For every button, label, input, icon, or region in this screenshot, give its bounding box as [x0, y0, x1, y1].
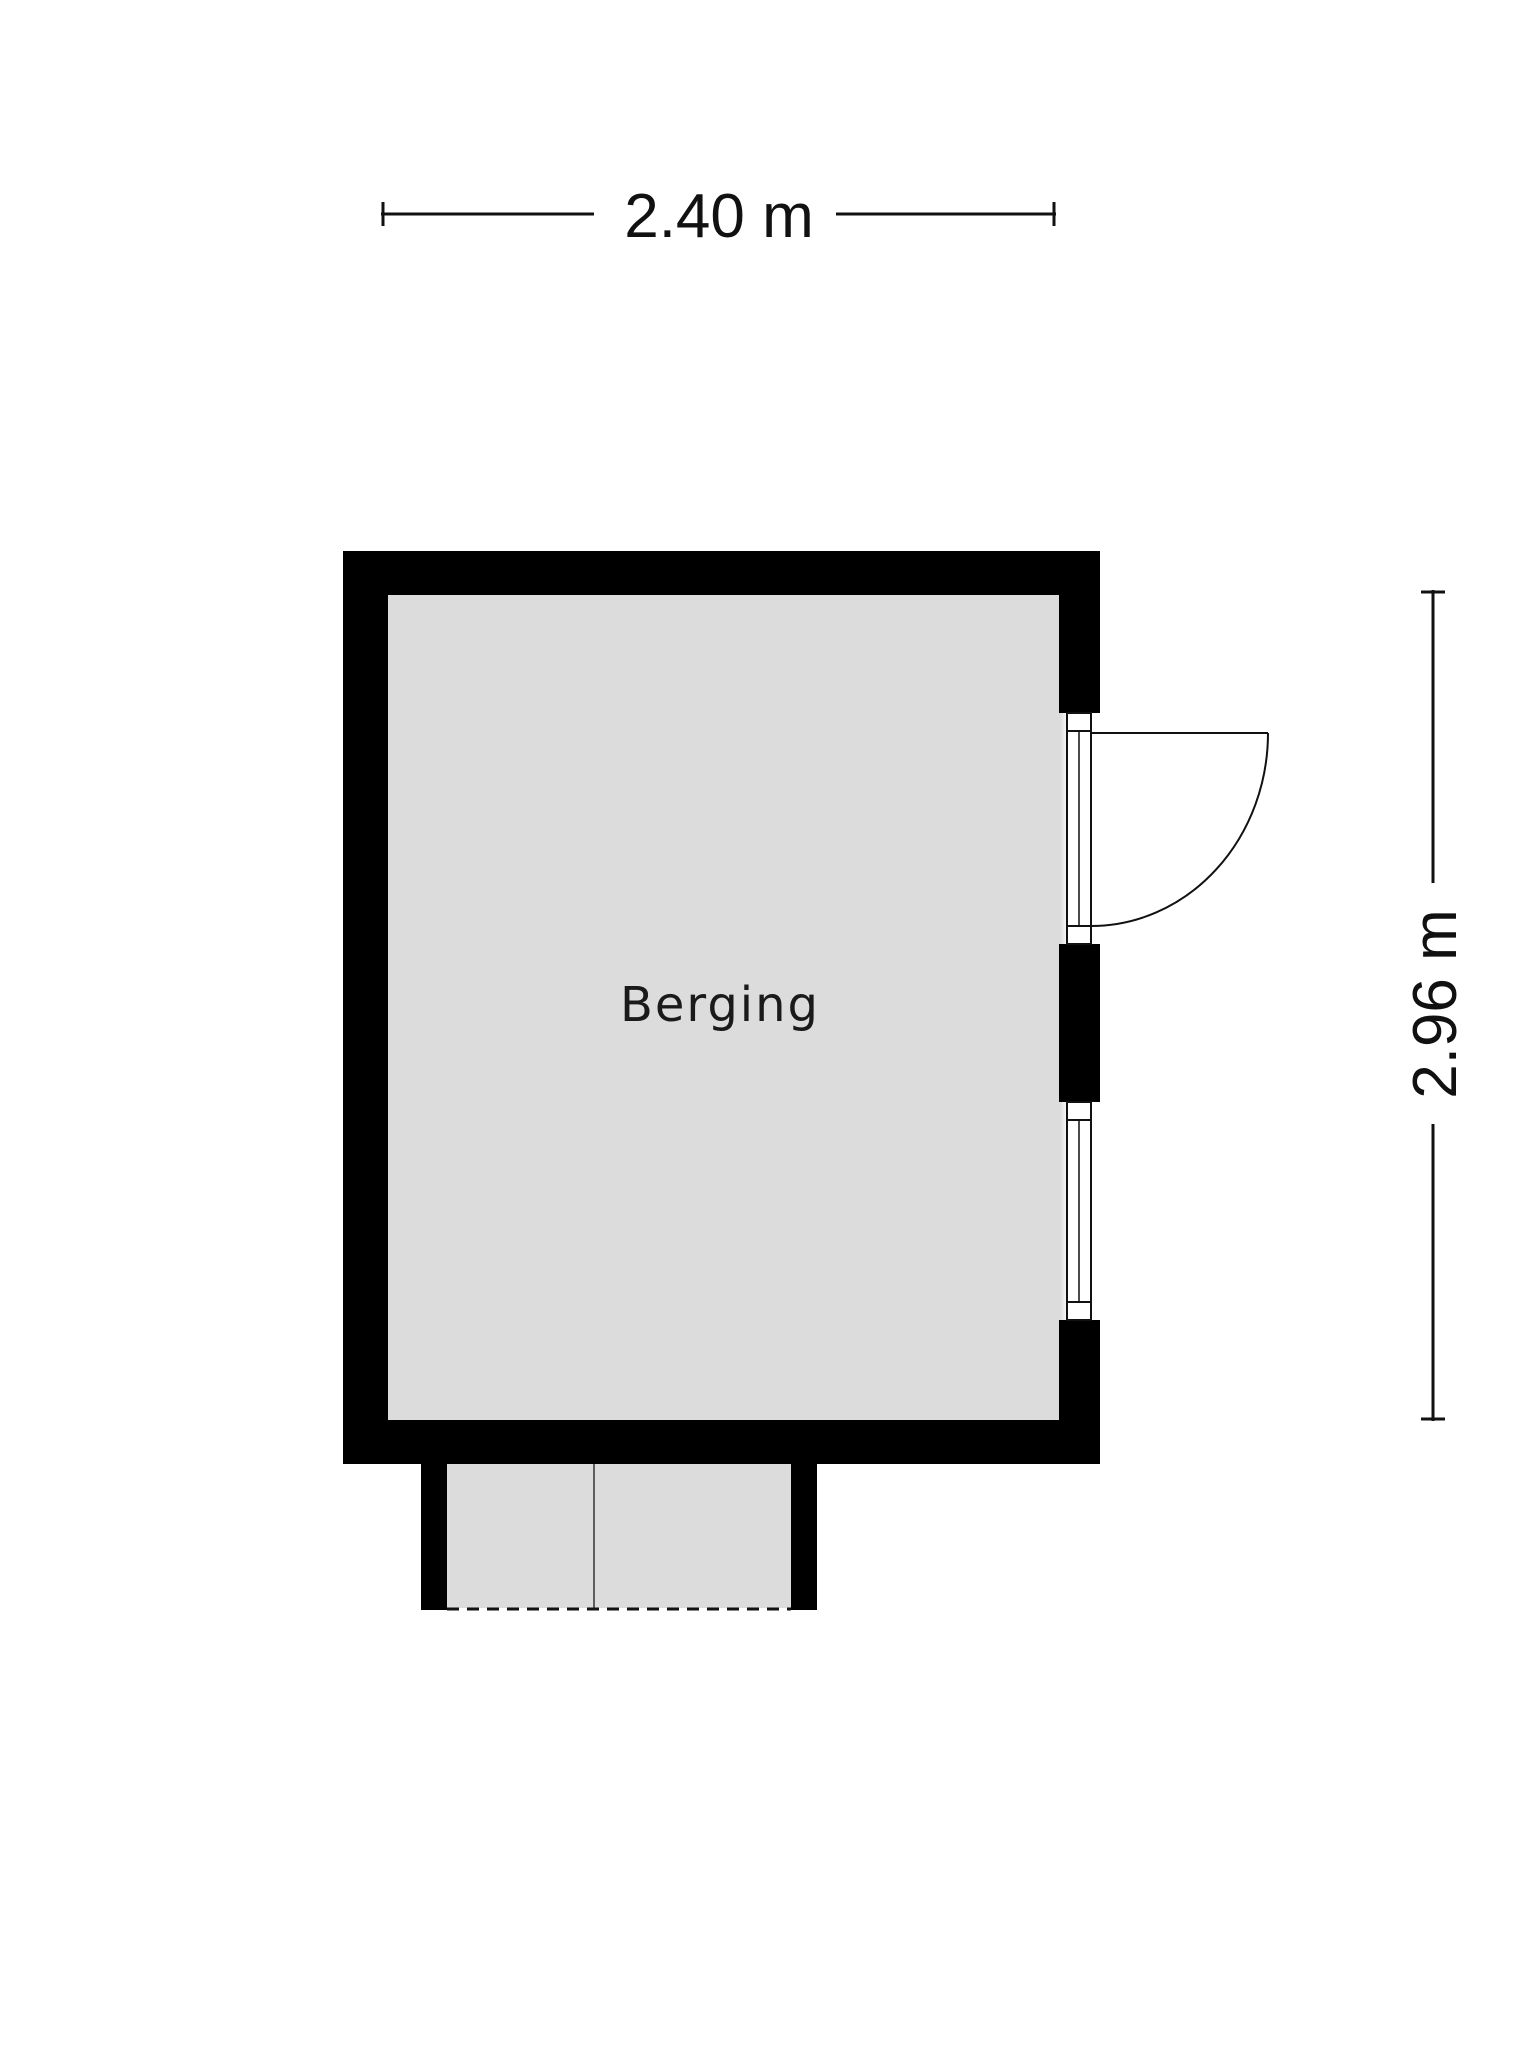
wall-left: [343, 551, 388, 1464]
door: [1066, 712, 1269, 945]
porch-floor: [446, 1464, 791, 1608]
wall-right-lower: [1059, 1320, 1100, 1464]
height-dimension-label: 2.96 m: [1401, 909, 1470, 1099]
window: [1066, 1101, 1092, 1321]
porch: [421, 1464, 817, 1611]
door-frame-bottom-jamb: [1066, 925, 1092, 945]
window-frame-bottom-jamb: [1066, 1301, 1092, 1321]
wall-right-middle: [1059, 944, 1100, 1102]
door-frame-top-jamb: [1066, 712, 1092, 732]
width-dimension-label: 2.40 m: [624, 182, 814, 251]
room-floor: [388, 594, 1060, 1420]
wall-top: [343, 551, 1100, 595]
porch-post-right: [791, 1464, 817, 1610]
room-label: Berging: [620, 977, 820, 1033]
walls: [343, 551, 1100, 1464]
height-dimension: 2.96 m: [1401, 590, 1470, 1421]
wall-bottom: [343, 1420, 1100, 1464]
wall-right-upper: [1059, 551, 1100, 713]
width-dimension: 2.40 m: [381, 182, 1056, 251]
porch-post-left: [421, 1464, 447, 1610]
window-frame-top-jamb: [1066, 1101, 1092, 1121]
door-swing-arc: [1090, 732, 1269, 927]
